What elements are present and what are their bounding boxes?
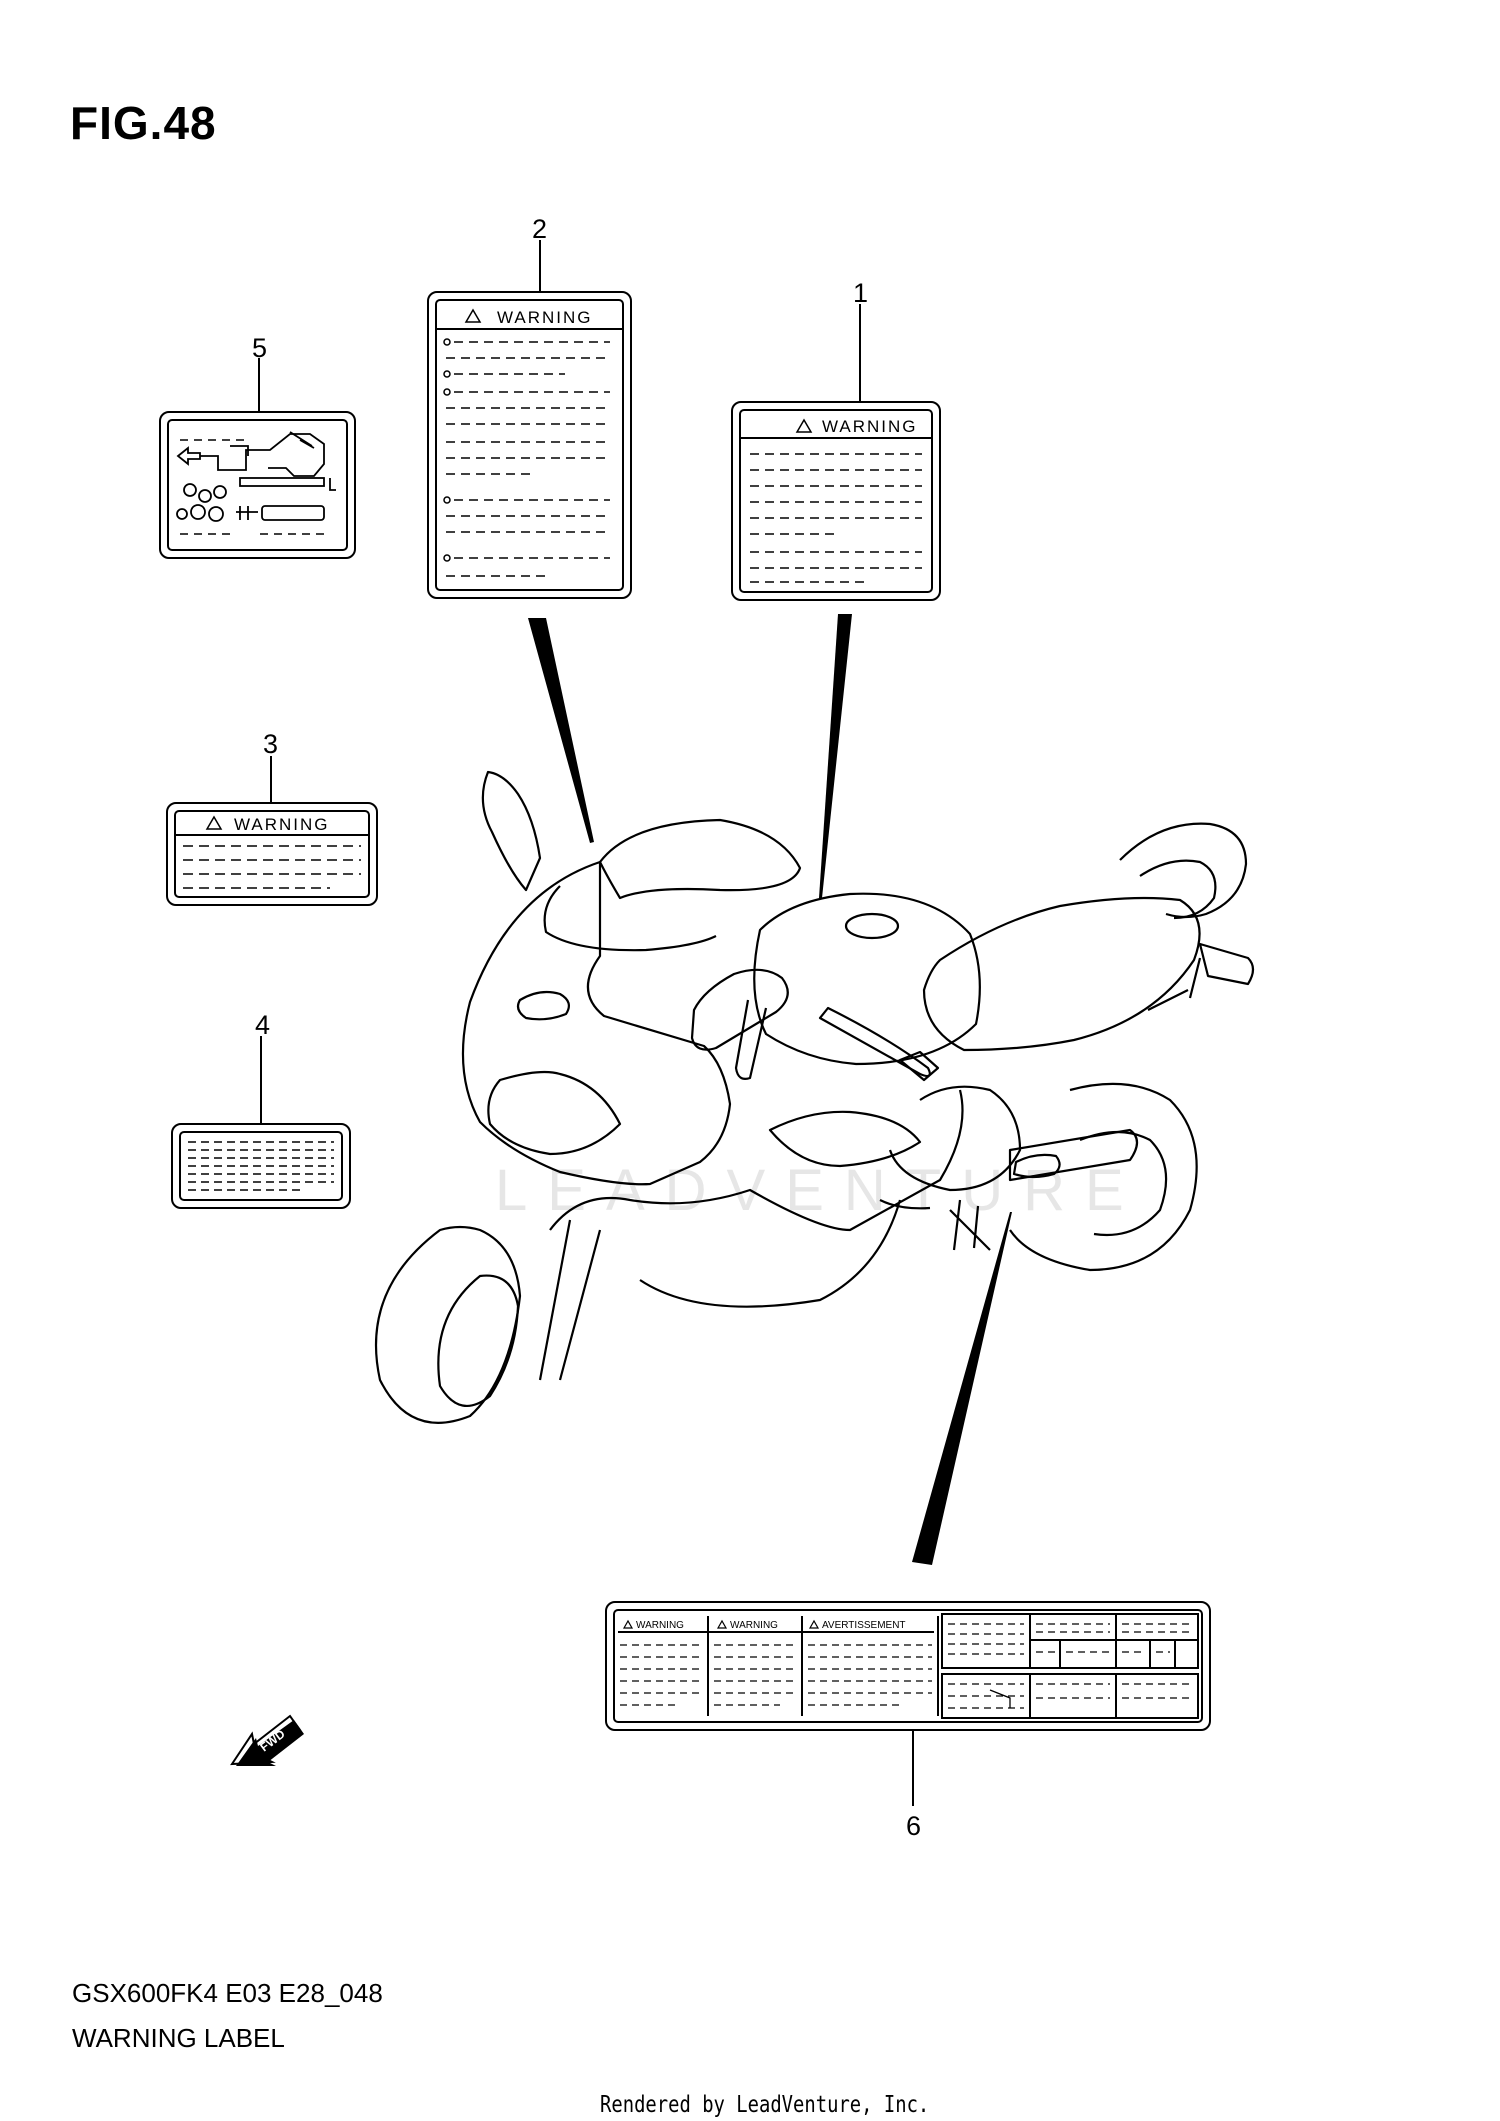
motorcycle-illustration (374, 770, 1255, 1424)
warning-triangle-icon (622, 1619, 634, 1629)
figure-title: FIG.48 (70, 97, 217, 149)
label-2-warning-text: WARNING (497, 308, 593, 327)
label-5 (159, 411, 356, 559)
watermark: LEADVENTURE (495, 1158, 1144, 1223)
label-1: WARNING (731, 401, 941, 601)
label-6: WARNING WARNING AVERTISSEMENT (605, 1601, 1211, 1731)
label-1-warning-text: WARNING (822, 417, 918, 436)
callout-1: 1 (853, 278, 869, 308)
label-6-avertissement-text: AVERTISSEMENT (822, 1620, 906, 1631)
label-6-warning-text-1: WARNING (636, 1620, 684, 1631)
callout-2: 2 (532, 214, 548, 244)
callout-5: 5 (252, 333, 268, 363)
warning-triangle-icon (205, 815, 223, 830)
warning-triangle-icon (716, 1619, 728, 1629)
part-name: WARNING LABEL (72, 2023, 285, 2053)
callout-6: 6 (906, 1811, 922, 1841)
callout-4: 4 (255, 1010, 271, 1040)
rendered-by-credit: Rendered by LeadVenture, Inc. (600, 2092, 930, 2118)
warning-triangle-icon (464, 308, 482, 323)
label-3-warning-text: WARNING (234, 815, 330, 834)
warning-triangle-icon (795, 418, 813, 433)
callout-3: 3 (263, 729, 279, 759)
label-2: WARNING (427, 291, 632, 599)
leader-lines (258, 240, 914, 1806)
label-6-warning-text-2: WARNING (730, 1620, 778, 1631)
forward-arrow: FWD (230, 1714, 304, 1766)
label-4 (171, 1123, 351, 1209)
model-code: GSX600FK4 E03 E28_048 (72, 1978, 383, 2008)
label-3: WARNING (166, 802, 378, 906)
pointer-arrows (528, 614, 1012, 1565)
warning-triangle-icon (808, 1619, 820, 1629)
